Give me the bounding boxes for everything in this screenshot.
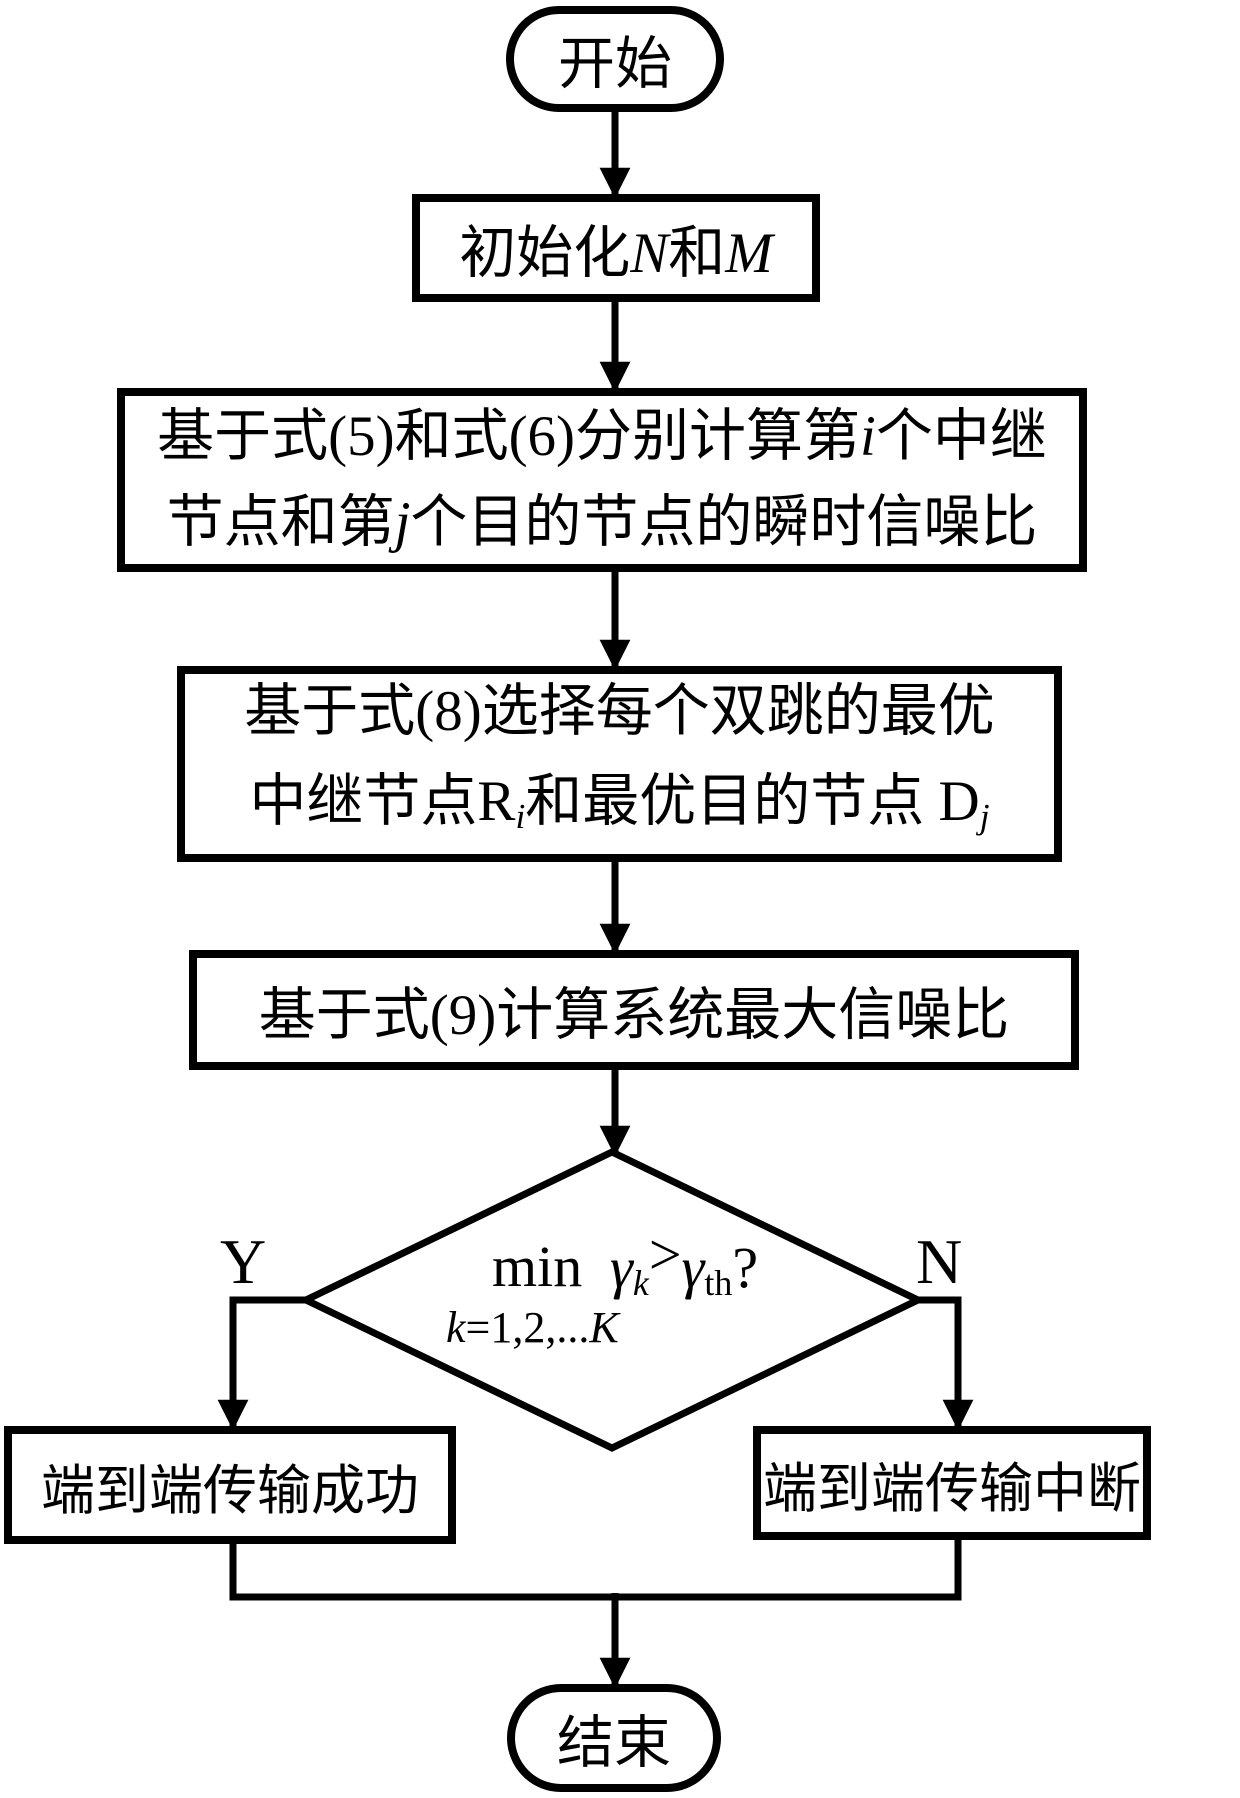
success-node: 端到端传输成功 [4,1426,456,1544]
calc-snr-line2: 节点和第j个目的节点的瞬时信噪比 [166,491,1038,554]
end-label: 结束 [557,1712,671,1775]
outage-node: 端到端传输中断 [753,1426,1151,1540]
decision-diamond [297,1148,927,1452]
min-limit: k=1,2,...K [446,1303,619,1352]
init-node: 初始化N和M [412,194,820,302]
select-node: 基于式(8)选择每个双跳的最优 中继节点Ri和最优目的节点 Dj [177,666,1062,862]
decision-expression: min k=1,2,...K γk>γth? [440,1222,830,1376]
calc-snr-node: 基于式(5)和式(6)分别计算第i个中继 节点和第j个目的节点的瞬时信噪比 [117,388,1087,572]
start-label: 开始 [558,33,672,96]
threshold-condition: γk>γth? [610,1222,759,1303]
outage-label: 端到端传输中断 [763,1458,1141,1519]
init-label: 初始化N和M [459,222,773,285]
calc-snr-line1: 基于式(5)和式(6)分别计算第i个中继 [157,405,1047,468]
branch-no-label: N [916,1226,963,1297]
max-snr-label: 基于式(9)计算系统最大信噪比 [258,984,1010,1047]
arrow-branch-yes [217,1296,310,1431]
merge-connector [229,1536,962,1601]
select-line2: 中继节点Ri和最优目的节点 Dj [249,769,990,836]
max-snr-node: 基于式(9)计算系统最大信噪比 [189,950,1079,1070]
end-node: 结束 [507,1684,721,1792]
success-label: 端到端传输成功 [41,1460,419,1521]
arrow-branch-no [910,1296,974,1431]
branch-yes-label: Y [220,1226,267,1297]
min-operator: min [492,1234,583,1299]
select-line1: 基于式(8)选择每个双跳的最优 [244,679,995,743]
start-node: 开始 [506,6,724,112]
